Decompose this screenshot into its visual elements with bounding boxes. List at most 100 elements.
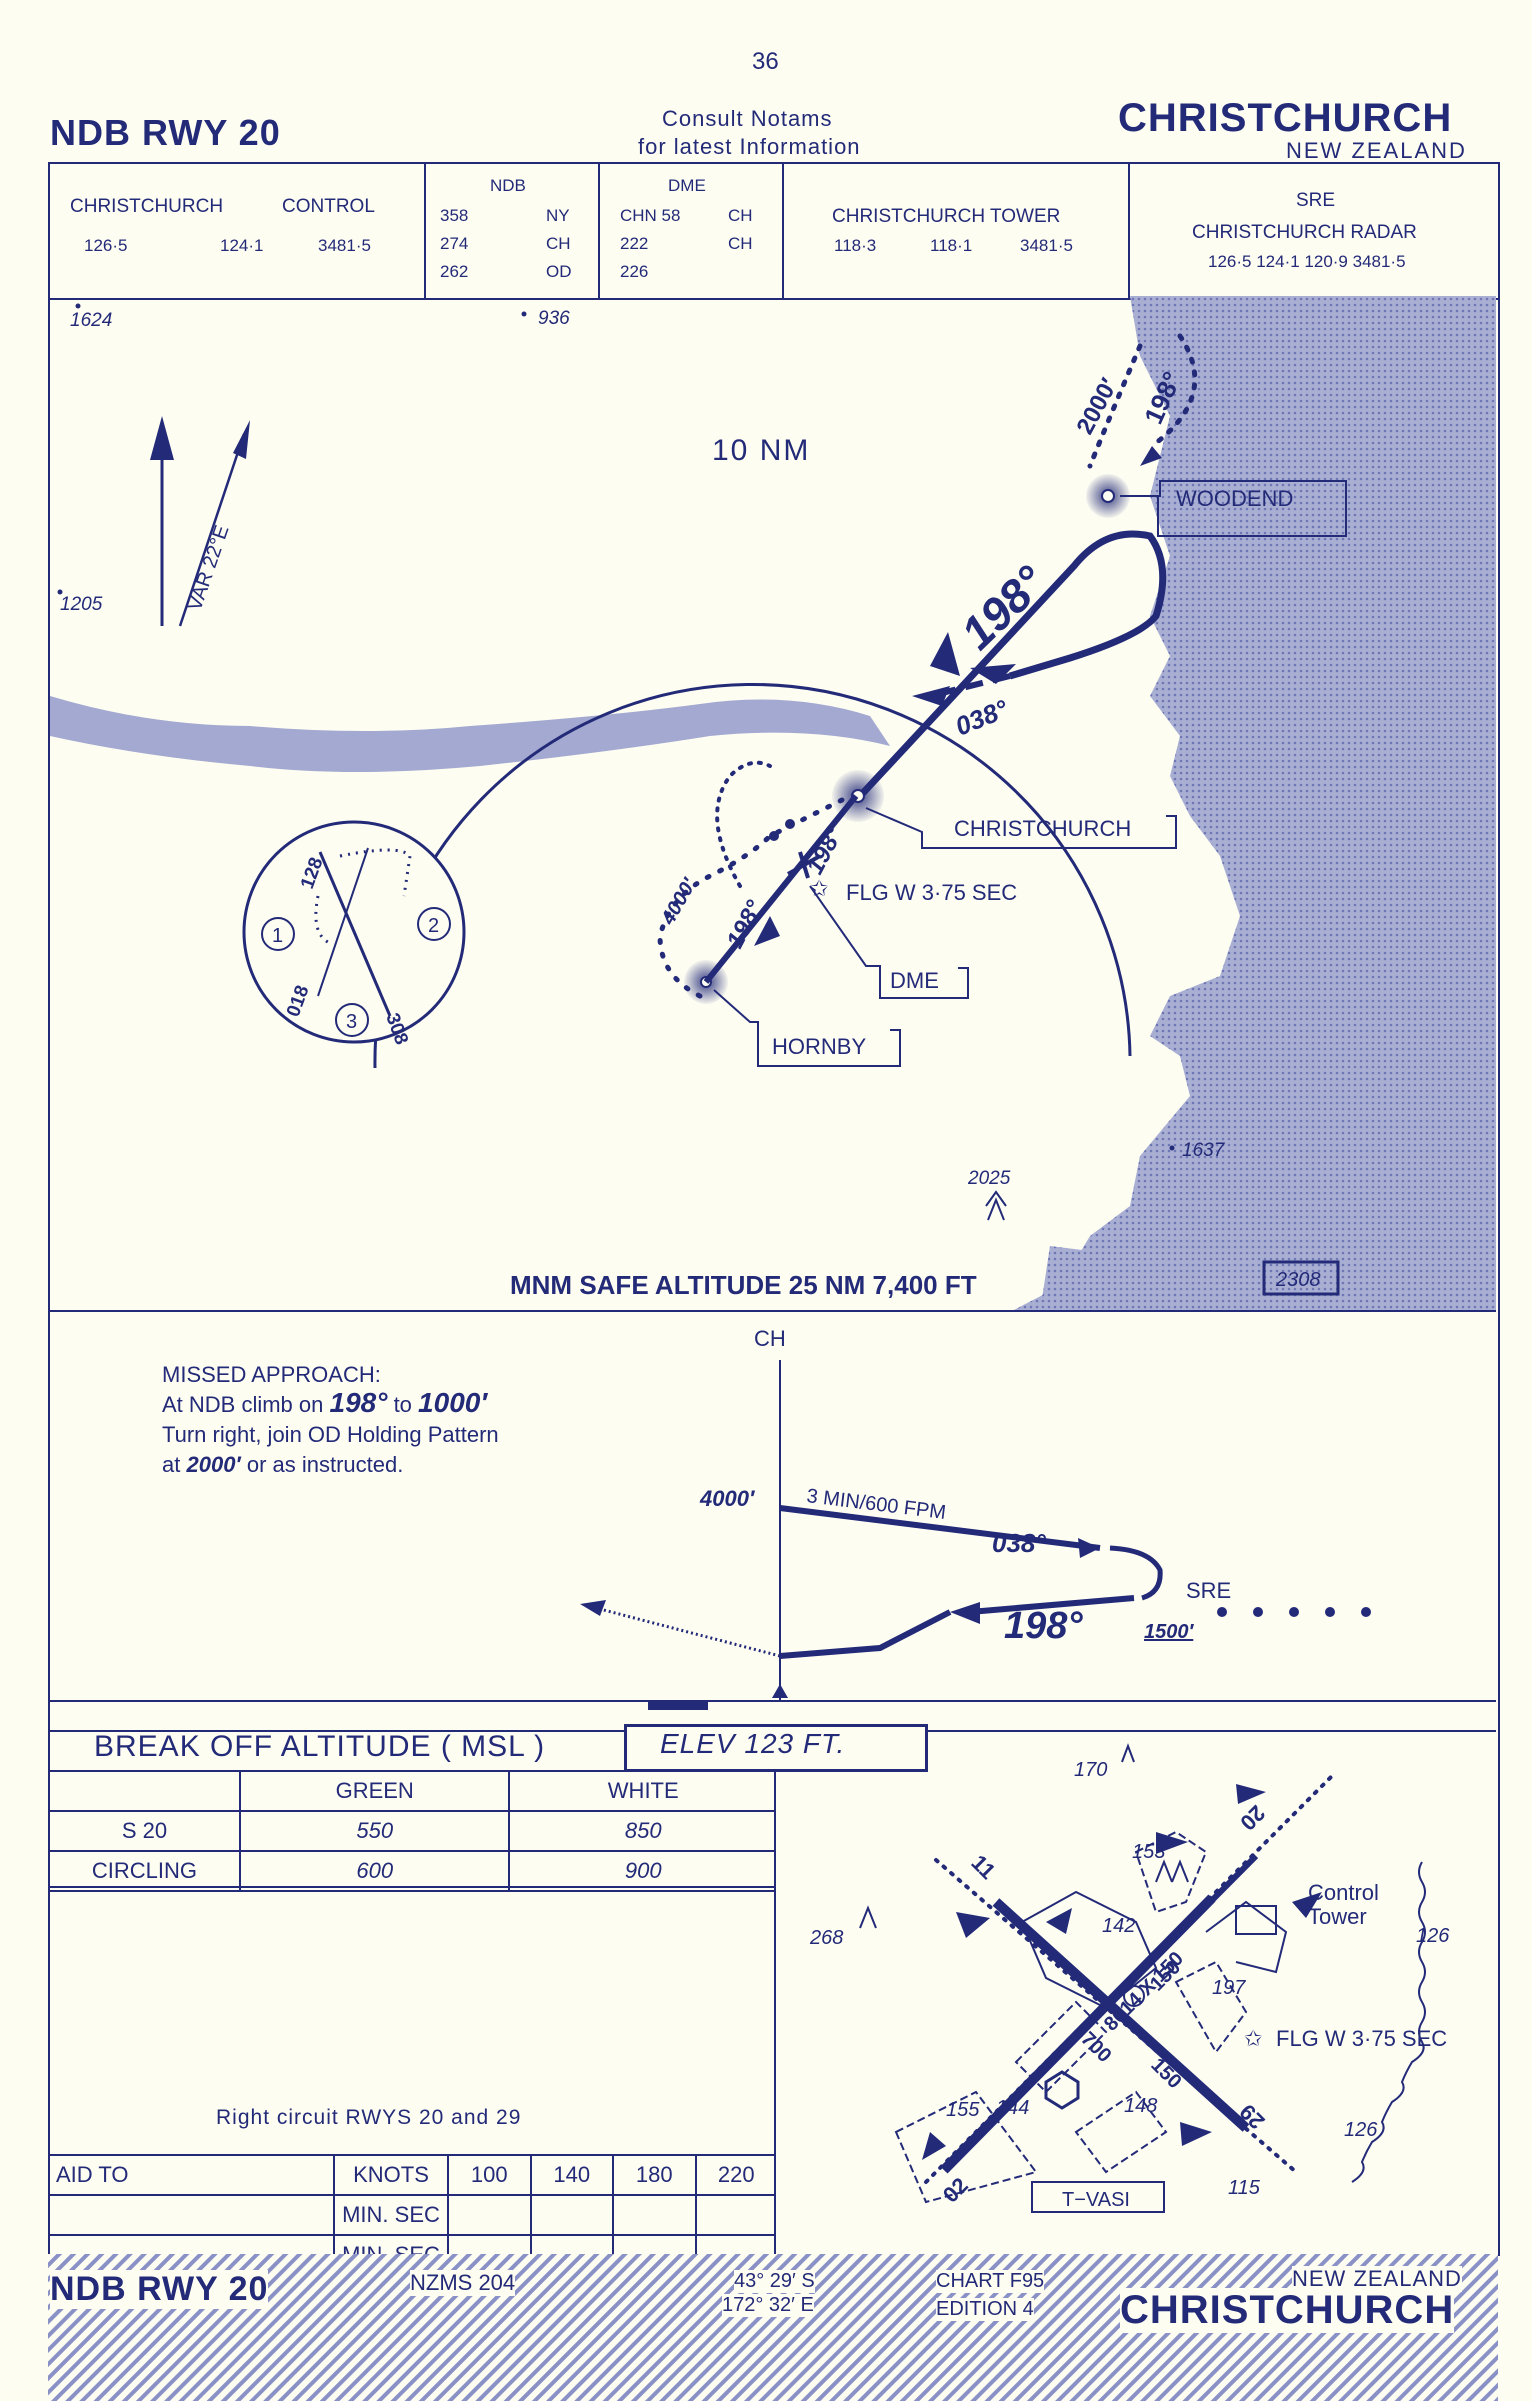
missed-approach-path xyxy=(595,1606,781,1658)
notams-line2: for latest Information xyxy=(638,134,861,159)
ndb-freq-1: 358 xyxy=(440,206,469,225)
obstacle-height: 155 xyxy=(946,2099,980,2121)
control-freq-3: 3481·5 xyxy=(318,236,371,255)
missed-approach-text: Turn right, join OD Holding Pattern xyxy=(162,1422,499,1447)
tvasi-label: T−VASI xyxy=(1062,2189,1130,2211)
airport-name: CHRISTCHURCH xyxy=(1118,96,1453,140)
col-white: WHITE xyxy=(508,1770,776,1812)
runway-number: 02 xyxy=(938,2173,973,2208)
inset-sector: 1 xyxy=(272,925,283,947)
approach-track xyxy=(859,530,1167,797)
obstacle-height: 142 xyxy=(1102,1915,1135,1937)
beacon-christchurch-label: CHRISTCHURCH xyxy=(954,816,1131,841)
dme-ch-2: 222 xyxy=(620,234,649,253)
obstacle-height: 153 xyxy=(1132,1841,1165,1863)
beacon-dme-label: DME xyxy=(890,968,939,993)
profile-view: CH MISSED APPROACH: At NDB climb on 198°… xyxy=(162,1326,1371,1700)
ndb-freq-3: 262 xyxy=(440,262,469,281)
footer-chart: CHART F95 xyxy=(936,2270,1045,2293)
variation-label: VAR 22°E xyxy=(184,523,234,614)
minima-value: 550 xyxy=(238,1810,511,1852)
profile-1500-label: 1500′ xyxy=(1144,1621,1194,1643)
star-icon: ✩ xyxy=(1244,2026,1262,2051)
speed: 140 xyxy=(529,2154,614,2196)
minima-table: GREEN WHITE S 20 550 850 CIRCLING 600 90… xyxy=(50,1770,776,1892)
col-green: GREEN xyxy=(238,1770,511,1812)
marker-197: 197 xyxy=(1212,1977,1246,1999)
inset-sector: 3 xyxy=(346,1011,357,1033)
minima-value: 900 xyxy=(508,1850,776,1892)
range-ring-label: 10 NM xyxy=(712,434,810,467)
runway-number: 11 xyxy=(966,1850,1000,1884)
magnetic-north-arrow-icon xyxy=(233,420,250,459)
profile-fix-label: CH xyxy=(754,1326,786,1351)
approach-title: NDB RWY 20 xyxy=(50,112,281,153)
ndb-id-2: CH xyxy=(546,234,571,253)
dme-id-1: CH xyxy=(728,206,753,225)
frequency-panel xyxy=(48,162,1500,300)
aid-to-label: AID TO xyxy=(50,2154,335,2196)
plan-view: 1624 936 1205 1637 2025 VAR 22°E 10 NM W… xyxy=(50,296,1496,1312)
speed: 180 xyxy=(612,2154,697,2196)
ndb-title: NDB xyxy=(490,176,526,195)
spot-height: 1637 xyxy=(1182,1140,1226,1161)
footer-latitude: 43° 29′ S xyxy=(734,2270,815,2293)
sre-title: SRE xyxy=(1296,190,1336,211)
obstacle-height: 170 xyxy=(1074,1759,1107,1781)
dme-id-2: CH xyxy=(728,234,753,253)
footer-title: NDB RWY 20 xyxy=(50,2270,269,2309)
tower-freq-2: 118·1 xyxy=(930,236,973,255)
ndb-id-1: NY xyxy=(546,206,570,225)
minima-value: 850 xyxy=(508,1810,776,1852)
row-label: CIRCLING xyxy=(50,1850,241,1892)
inset-sector: 2 xyxy=(428,915,439,937)
minima-value: 600 xyxy=(238,1850,511,1892)
elevation-box: ELEV 123 FT. xyxy=(660,1728,846,1759)
aerodrome-light-label: FLG W 3·75 SEC xyxy=(1276,2026,1447,2051)
true-north-arrow-icon xyxy=(150,416,174,460)
control-freq-1: 126·5 xyxy=(84,236,128,255)
obstacle-height: 268 xyxy=(809,1927,843,1949)
runway-11-29 xyxy=(992,1898,1250,2132)
profile-inbound-label: 198° xyxy=(1004,1605,1083,1647)
footer-nzms: NZMS 204 xyxy=(410,2270,516,2296)
outbound-leg xyxy=(779,1505,1101,1551)
spot-height: 1624 xyxy=(70,310,112,331)
control-tower-label: Control xyxy=(1308,1880,1379,1905)
row-label: S 20 xyxy=(50,1810,241,1852)
outbound-course-label: 038° xyxy=(951,693,1013,741)
ndb-freq-2: 274 xyxy=(440,234,469,253)
notams-line1: Consult Notams xyxy=(662,106,833,131)
dme-ch-3: 226 xyxy=(620,262,649,281)
profile-outbound-label: 038° xyxy=(992,1528,1046,1558)
spot-height: 1205 xyxy=(60,594,103,615)
obstacle-height: 144 xyxy=(996,2097,1029,2119)
obstacle-height: 115 xyxy=(1228,2177,1261,2199)
tower-name: CHRISTCHURCH TOWER xyxy=(832,206,1061,227)
speed: 100 xyxy=(447,2154,532,2196)
max-elevation-box: 2308 xyxy=(1275,1269,1321,1291)
runway-dimension: 150 xyxy=(1146,2054,1185,2093)
footer-airport: CHRISTCHURCH xyxy=(1120,2288,1455,2333)
plan-light-label: FLG W 3·75 SEC xyxy=(846,880,1017,905)
knots-label: KNOTS xyxy=(333,2154,449,2196)
beacon-hornby-label: HORNBY xyxy=(772,1034,866,1059)
dme-ch-1: CHN 58 xyxy=(620,206,681,225)
control-tower-label: Tower xyxy=(1308,1904,1367,1929)
control-unit: CONTROL xyxy=(282,196,375,217)
dme-title: DME xyxy=(668,176,706,195)
procedure-course-label: 198° xyxy=(721,896,768,953)
profile-sre-label: SRE xyxy=(1186,1578,1231,1603)
spot-height: 2025 xyxy=(967,1168,1011,1189)
aerodrome-diagram: 8014 X 150 5700 150 150 02 20 11 29 170 … xyxy=(809,1743,1450,2213)
sre-freqs: 126·5 124·1 120·9 3481·5 xyxy=(1208,252,1406,271)
footer-edition: EDITION 4 xyxy=(936,2298,1034,2321)
control-freq-2: 124·1 xyxy=(220,236,264,255)
profile-4000-label: 4000′ xyxy=(699,1486,756,1511)
coastal-sea-area xyxy=(1010,296,1496,1312)
ndb-id-3: OD xyxy=(546,262,572,281)
footer-longitude: 172° 32′ E xyxy=(722,2294,814,2317)
spot-height: 936 xyxy=(538,308,570,329)
tower-freq-1: 118·3 xyxy=(834,236,877,255)
runway-number: 20 xyxy=(1235,1800,1270,1835)
